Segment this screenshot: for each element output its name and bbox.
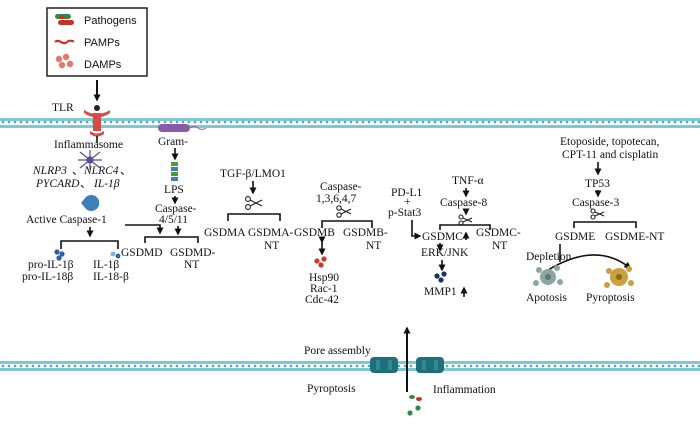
gsdmb-label: GSDMB	[294, 227, 335, 239]
pycard-label: PYCARD	[35, 178, 80, 190]
pyroptosis-cell-label: Pyroptosis	[586, 292, 635, 304]
legend-box: Pathogens PAMPs DAMPs	[46, 7, 148, 77]
il1b-label: IL-1β	[93, 259, 119, 271]
gram-label: Gram-	[158, 136, 188, 148]
caspase1-pacman-icon	[81, 194, 100, 211]
gsdmd-nt-label-a: GSDMD-	[170, 247, 216, 259]
caspase3-label: Caspase-3	[572, 197, 620, 209]
tp53-label: TP53	[585, 178, 610, 190]
hsp90-cluster-icon	[314, 256, 327, 268]
pyroptosis-cell-icon	[604, 266, 634, 288]
nlrc4-label: NLRC4	[83, 165, 119, 177]
sep-3: 、	[80, 178, 92, 190]
gsdme-nt-label: GSDME-NT	[605, 231, 664, 243]
pstat3-label: p-Stat3	[388, 207, 421, 219]
inflammation-label: Inflammation	[433, 384, 496, 396]
gram-bacterium-icon	[158, 124, 207, 132]
gsdmd-label: GSDMD	[121, 247, 163, 259]
legend-damps: DAMPs	[84, 59, 122, 71]
active-caspase1-label: Active Caspase-1	[26, 214, 107, 226]
tlr-label: TLR	[52, 102, 74, 114]
gsdmb-bracket	[321, 220, 373, 228]
il-bracket	[60, 240, 119, 249]
mmp1-label: MMP1	[424, 286, 457, 298]
pore-assembly-label: Pore assembly	[304, 345, 371, 357]
hsp90-label: Hsp90	[309, 272, 339, 284]
pathogens-icon	[55, 14, 74, 25]
tgfb-label: TGF-β/LMO1	[220, 168, 286, 180]
gsdmc-nt-label-a: GSDMC-	[476, 227, 521, 239]
plus-label: +	[404, 196, 411, 208]
nlrp3-label: NLRP3	[32, 165, 67, 177]
legend-pamps: PAMPs	[84, 37, 120, 49]
pdl1-label: PD-L1	[391, 187, 423, 199]
sep-2: 、	[120, 165, 132, 177]
pamps-icon	[54, 39, 75, 45]
mmp1-cluster-icon	[434, 271, 447, 283]
chemo-label-b: CPT-11 and cisplatin	[562, 149, 659, 161]
gsdmc-label: GSDMC	[422, 231, 463, 243]
gsdme-label: GSDME	[555, 231, 595, 243]
chemo-label-a: Etoposide, topotecan,	[560, 136, 659, 148]
pyroptosis-label: Pyroptosis	[307, 383, 356, 395]
inflammasome-complex-icon	[78, 150, 102, 170]
gsdmc-scissors-icon	[458, 214, 473, 226]
gsdmd-bracket	[144, 236, 199, 243]
pro-il1b-label: pro-IL-1β	[28, 259, 74, 271]
cdc42-label: Cdc-42	[305, 294, 339, 306]
pro-il18b-label: pro-IL-18β	[22, 271, 73, 283]
legend-pathogens: Pathogens	[84, 15, 137, 27]
inflammasome-label: Inflammasome	[54, 139, 123, 151]
gsdmc-bracket	[439, 224, 491, 230]
lps-label: LPS	[164, 184, 184, 196]
gsdma-nt-label-b: NT	[264, 240, 279, 252]
gsdma-label: GSDMA	[204, 227, 246, 239]
gsdmd-nt-label-b: NT	[184, 259, 199, 271]
pstat3-to-gsdmc-arrow	[411, 220, 422, 240]
lps-chain-icon	[171, 162, 178, 181]
pro-il-icon	[54, 249, 65, 261]
gsdme-bracket	[573, 221, 637, 228]
caspase8-label: Caspase-8	[440, 197, 488, 209]
gsdma-bracket	[227, 213, 281, 221]
il1b-gene-label: IL-1β	[93, 178, 120, 190]
damps-icon	[55, 53, 74, 69]
gsdmb-nt-label-b: NT	[366, 240, 381, 252]
il18b-label: IL-18-β	[93, 271, 129, 283]
released-cytokines-icon	[407, 395, 422, 416]
rac1-label: Rac-1	[310, 283, 338, 295]
gsdma-nt-label-a: GSDMA-	[248, 227, 294, 239]
gsdmb-scissors-icon	[336, 205, 352, 218]
tlr-receptor-icon	[84, 105, 110, 137]
gsdme-scissors-icon	[590, 208, 605, 220]
apotosis-label: Apotosis	[526, 292, 567, 304]
gsdm-pore-icon	[370, 357, 444, 373]
mature-il-icon	[110, 251, 121, 259]
erkjnk-label: ERK/JNK	[421, 247, 469, 259]
caspase-4511-label-b: 4/5/11	[159, 214, 188, 226]
caspase-1367-label-b: 1,3,6,4,7	[316, 193, 357, 205]
apotosis-cell-icon	[533, 265, 563, 286]
caspase-4511-label-a: Caspase-	[155, 203, 197, 215]
caspase1-to-gsdmd-arrow	[125, 224, 164, 235]
gsdma-scissors-icon	[245, 196, 263, 210]
bottom-membrane	[0, 361, 700, 371]
gsdmb-nt-label-a: GSDMB-	[343, 227, 388, 239]
top-membrane	[0, 118, 700, 128]
gsdmc-nt-label-b: NT	[492, 240, 507, 252]
caspase-1367-label-a: Caspase-	[320, 181, 362, 193]
sep-1: 、	[72, 165, 84, 177]
tnfa-label: TNF-α	[452, 175, 484, 187]
